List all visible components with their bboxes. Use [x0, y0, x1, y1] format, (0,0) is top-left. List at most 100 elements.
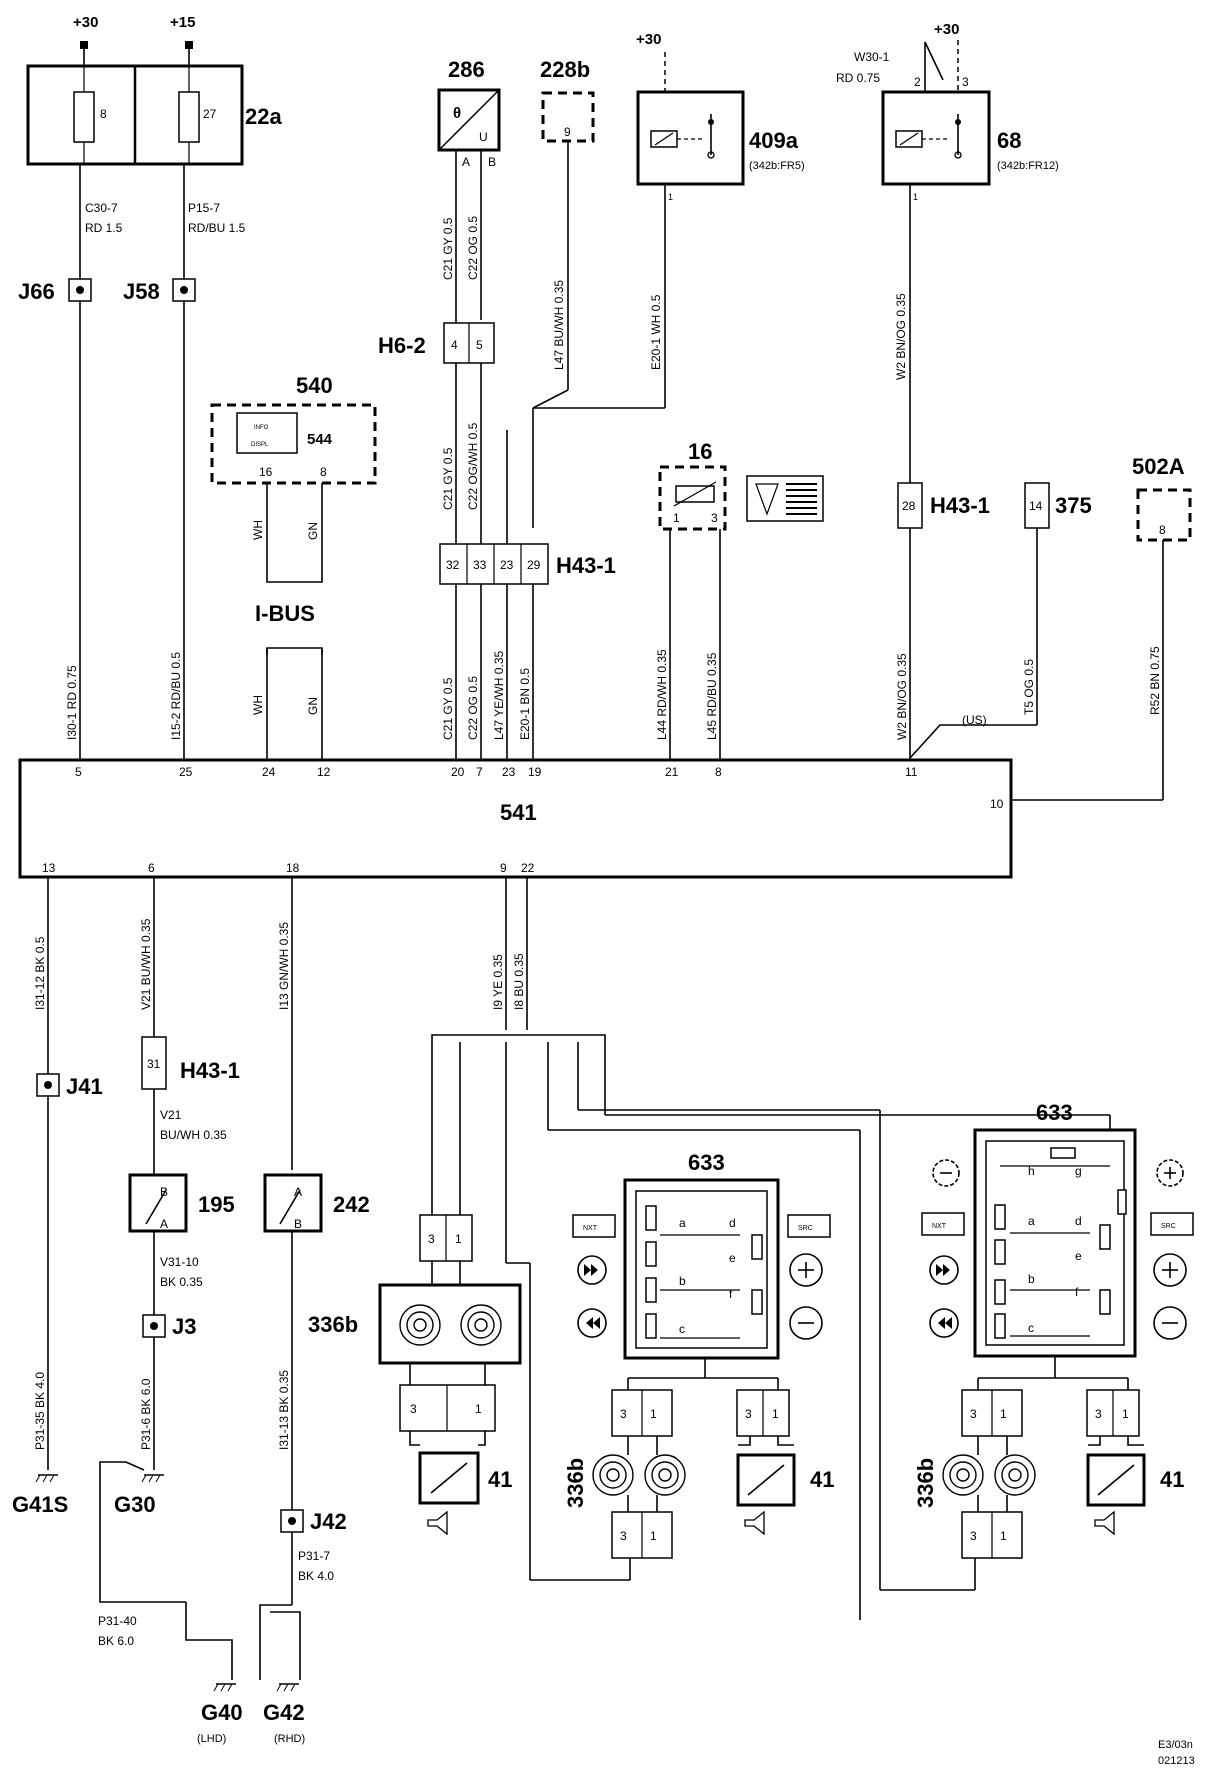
- svg-text:R52 BN 0.75: R52 BN 0.75: [1148, 646, 1162, 715]
- svg-text:f: f: [729, 1287, 733, 1301]
- svg-text:41: 41: [488, 1467, 512, 1492]
- svg-text:+30: +30: [636, 31, 661, 48]
- svg-text:A: A: [462, 155, 470, 169]
- ecu-pin-12: 12: [317, 765, 331, 779]
- svg-text:409a: 409a: [749, 128, 799, 153]
- svg-text:INFO: INFO: [254, 425, 269, 431]
- svg-text:I30-1 RD 0.75: I30-1 RD 0.75: [65, 665, 79, 740]
- svg-text:502A: 502A: [1132, 454, 1185, 479]
- svg-text:A: A: [294, 1185, 302, 1199]
- svg-text:(RHD): (RHD): [274, 1733, 305, 1745]
- svg-text:8: 8: [1159, 523, 1166, 537]
- svg-text:3: 3: [410, 1402, 417, 1416]
- svg-text:G40: G40: [201, 1700, 243, 1725]
- steering-switch-633-b: 633 h g a b c d e f NXT SRC: [913, 1100, 1194, 1590]
- wire-c21-mid: C21 GY 0.5: [441, 447, 455, 510]
- svg-text:1: 1: [1122, 1407, 1129, 1421]
- svg-text:23: 23: [500, 558, 514, 572]
- svg-text:J41: J41: [66, 1074, 103, 1099]
- ecu-pin-13: 13: [42, 861, 56, 875]
- svg-text:28: 28: [902, 499, 916, 513]
- svg-text:G42: G42: [263, 1700, 305, 1725]
- terminal-15: [185, 41, 193, 49]
- svg-text:A: A: [160, 1217, 168, 1231]
- svg-text:BK 4.0: BK 4.0: [298, 1569, 334, 1583]
- svg-text:V21 BU/WH 0.35: V21 BU/WH 0.35: [139, 918, 153, 1010]
- svg-text:336b: 336b: [308, 1312, 358, 1337]
- svg-text:H43-1: H43-1: [556, 553, 616, 578]
- svg-text:3: 3: [428, 1232, 435, 1246]
- svg-text:1: 1: [668, 192, 673, 202]
- svg-text:1: 1: [1000, 1407, 1007, 1421]
- svg-text:C21 GY 0.5: C21 GY 0.5: [441, 677, 455, 740]
- wire-c22-mid: C22 OG/WH 0.5: [466, 422, 480, 510]
- svg-text:SRC: SRC: [1161, 1223, 1176, 1230]
- terminal-30: [80, 41, 88, 49]
- supply-30-label: +30: [73, 14, 98, 31]
- connector-h43-1-31: 31 H43-1: [141, 1036, 240, 1090]
- connector-375: 14 375: [1024, 482, 1092, 529]
- wire-c22-top: C22 OG 0.5: [466, 216, 480, 280]
- svg-text:d: d: [1075, 1214, 1082, 1228]
- connector-h43-1-main: 32 33 23 29 H43-1: [439, 543, 616, 585]
- svg-text:375: 375: [1055, 493, 1092, 518]
- svg-text:P31-6 BK 6.0: P31-6 BK 6.0: [139, 1378, 153, 1450]
- svg-text:242: 242: [333, 1192, 370, 1217]
- svg-text:e: e: [729, 1251, 736, 1265]
- footer-code-1: E3/03n: [1158, 1739, 1193, 1751]
- ecu-pin-9: 9: [500, 861, 507, 875]
- svg-text:NXT: NXT: [932, 1223, 947, 1230]
- svg-text:14: 14: [1029, 499, 1043, 513]
- svg-text:31: 31: [147, 1057, 161, 1071]
- sensor-graph-icon: [746, 475, 824, 522]
- svg-text:32: 32: [446, 558, 460, 572]
- svg-text:DISPL: DISPL: [251, 442, 269, 448]
- svg-text:h: h: [1028, 1164, 1035, 1178]
- svg-text:33: 33: [473, 558, 487, 572]
- svg-text:3: 3: [745, 1407, 752, 1421]
- splice-j58: J58: [123, 278, 196, 304]
- svg-text:W2 BN/OG 0.35: W2 BN/OG 0.35: [895, 653, 909, 740]
- svg-text:4: 4: [451, 338, 458, 352]
- svg-text:1: 1: [673, 511, 680, 525]
- switch-242: A B 242: [263, 1173, 370, 1233]
- wire-c30-spec: RD 1.5: [85, 221, 123, 235]
- fuse-27: [178, 91, 200, 143]
- supply-15-label: +15: [170, 14, 195, 31]
- ecu-pin-20: 20: [451, 765, 465, 779]
- fuse-box-22a: +30 +15 8 27 22a: [26, 14, 282, 166]
- svg-text:NXT: NXT: [583, 1225, 598, 1232]
- svg-text:1: 1: [1000, 1529, 1007, 1543]
- wire-e20-top: E20-1 WH 0.5: [649, 294, 663, 370]
- svg-text:1: 1: [772, 1407, 779, 1421]
- svg-text:I8 BU 0.35: I8 BU 0.35: [512, 953, 526, 1010]
- ecu-pin-8: 8: [715, 765, 722, 779]
- ecu-pin-5: 5: [75, 765, 82, 779]
- splice-j3: J3: [142, 1314, 196, 1339]
- ecu-pin-19: 19: [528, 765, 542, 779]
- svg-text:BK 0.35: BK 0.35: [160, 1275, 203, 1289]
- ibus-label: I-BUS: [255, 601, 315, 626]
- svg-text:θ: θ: [453, 105, 461, 122]
- svg-text:G41S: G41S: [12, 1492, 68, 1517]
- svg-text:I31-13 BK 0.35: I31-13 BK 0.35: [277, 1370, 291, 1450]
- svg-text:41: 41: [1160, 1467, 1184, 1492]
- wire-c21-top: C21 GY 0.5: [441, 217, 455, 280]
- wire-p15-spec: RD/BU 1.5: [188, 221, 246, 235]
- svg-text:L45 RD/BU 0.35: L45 RD/BU 0.35: [705, 652, 719, 740]
- svg-text:H43-1: H43-1: [930, 493, 990, 518]
- svg-text:3: 3: [970, 1407, 977, 1421]
- svg-text:633: 633: [688, 1150, 725, 1175]
- switch-195: B A 195: [128, 1173, 235, 1233]
- svg-text:8: 8: [320, 465, 327, 479]
- wire-l47-top: L47 BU/WH 0.35: [552, 280, 566, 370]
- svg-text:c: c: [1028, 1321, 1034, 1335]
- ecu-pin-25: 25: [179, 765, 193, 779]
- svg-text:c: c: [679, 1322, 685, 1336]
- ground-g42: G42 (RHD): [263, 1683, 305, 1745]
- connector-h6-2: 4 5 H6-2: [378, 322, 495, 364]
- connector-228b: 228b 9: [540, 57, 595, 143]
